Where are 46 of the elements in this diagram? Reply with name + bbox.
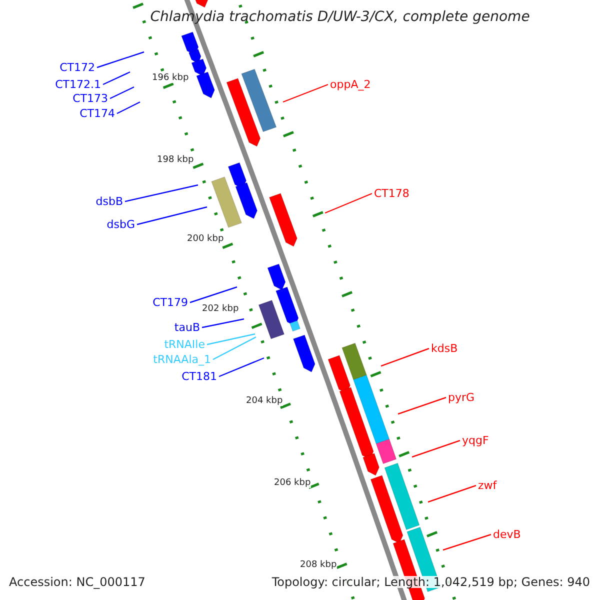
gene-label: zwf	[476, 479, 499, 492]
gene-label: pyrG	[446, 391, 477, 404]
leader-line	[380, 348, 430, 367]
tick-label: 202 kbp	[202, 305, 239, 314]
gene-label: devB	[491, 528, 523, 541]
tick-label: 196 kbp	[152, 74, 189, 83]
leader-line	[428, 484, 476, 503]
gene-label: oppA_2	[328, 78, 373, 91]
gene-label: dsbB	[94, 195, 125, 208]
gene-label: CT174	[78, 107, 117, 120]
gene-label: tauB	[172, 321, 202, 334]
leader-line	[218, 357, 264, 378]
leader-line	[102, 71, 130, 86]
diagram-title: Chlamydia trachomatis D/UW-3/CX, complete genome	[149, 10, 531, 24]
gene-label: CT181	[180, 370, 219, 383]
gene-label: CT172.1	[53, 78, 103, 91]
leader-line	[442, 534, 492, 551]
gene-label: CT172	[58, 61, 97, 74]
leader-line	[202, 318, 244, 328]
leader-line	[324, 192, 372, 214]
tick-label: 204 kbp	[246, 397, 283, 406]
leader-line	[206, 333, 256, 346]
leader-line	[116, 101, 140, 114]
accession-text: Accession: NC_000117	[9, 576, 146, 588]
gene-label: yqgF	[460, 434, 491, 447]
gene-label: tRNAAla_1	[151, 353, 213, 366]
tick-label: 200 kbp	[187, 235, 224, 244]
leader-line	[136, 206, 208, 226]
gene-label: CT178	[372, 187, 412, 200]
leader-line	[124, 184, 198, 202]
genome-info-text: Topology: circular; Length: 1,042,519 bp; Genes: 940	[272, 576, 590, 588]
leader-line	[212, 336, 256, 360]
gene-label: tRNAIle	[162, 338, 207, 351]
leader-line	[282, 84, 328, 103]
gene-label: kdsB	[429, 342, 460, 355]
leader-line	[110, 86, 134, 100]
tick-label: 206 kbp	[274, 479, 311, 488]
leader-line	[96, 51, 144, 68]
leader-line	[190, 286, 238, 304]
leader-line	[398, 396, 446, 415]
gene-label: CT179	[150, 296, 190, 309]
leader-line	[412, 440, 460, 458]
gene-label: CT173	[70, 92, 110, 105]
tick-label: 198 kbp	[157, 156, 194, 165]
tick-label: 208 kbp	[300, 561, 337, 570]
gene-label: dsbG	[104, 218, 137, 231]
